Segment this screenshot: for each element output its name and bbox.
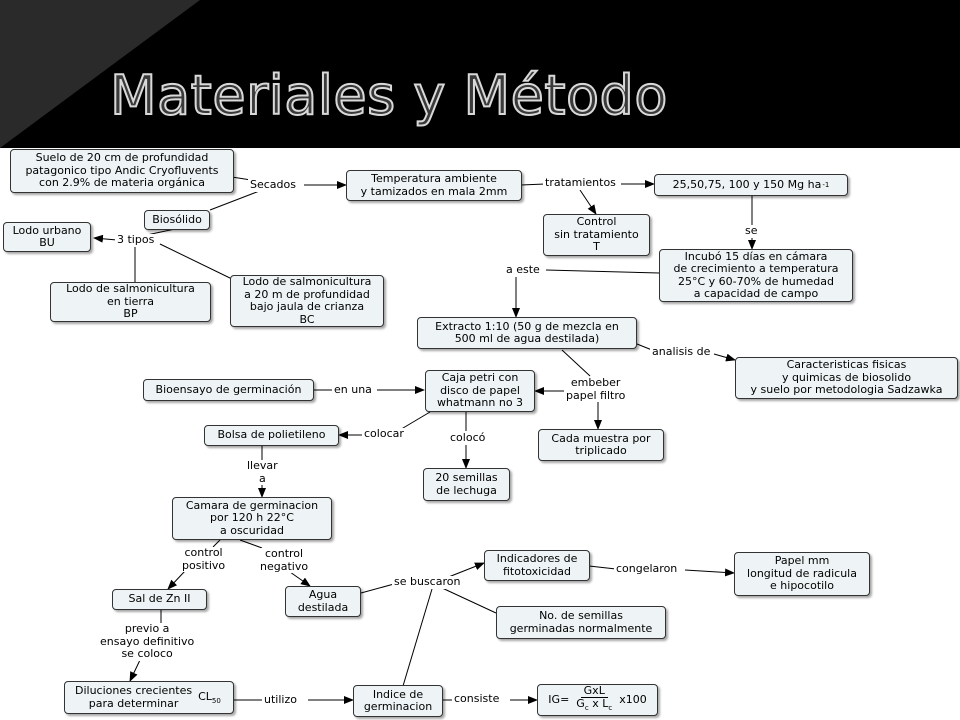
line-extracto-analisis: [636, 343, 653, 351]
arrow-previo-diluciones: [129, 659, 141, 682]
page-title: Materiales y Método: [109, 64, 668, 127]
link-previo: previo a ensayo definitivo se coloco: [98, 622, 197, 661]
link-tres-tipos: 3 tipos: [115, 233, 157, 247]
link-llevar-a: llevar a: [245, 459, 280, 485]
node-diluciones-cl-text: CL: [198, 690, 212, 704]
formula-rhs: x100: [619, 692, 647, 706]
link-control-positivo: control positivo: [180, 546, 228, 572]
node-caracteristicas: Caracteristicas fisicas y quimicas de bi…: [735, 357, 958, 399]
formula-den-sub2: c: [608, 704, 613, 713]
node-indicadores: Indicadores de fitotoxicidad: [484, 550, 590, 581]
link-tratamientos: tratamientos: [543, 176, 618, 190]
node-no-semillas: No. de semillas germinadas normalmente: [496, 606, 666, 639]
node-bolsa: Bolsa de polietileno: [204, 425, 339, 446]
node-diluciones-cl-sub: 50: [211, 697, 221, 706]
line-tipos-lodo-jaula: [159, 243, 233, 280]
line-sebuscaron-nosemillas: [439, 586, 497, 614]
node-dosis-text: 25,50,75, 100 y 150 Mg ha: [672, 177, 822, 191]
node-diluciones: Diluciones crecientes para determinar CL…: [64, 681, 234, 714]
line-indicadores-congelaron: [588, 565, 617, 570]
link-se: se: [743, 224, 760, 238]
formula-den-g: G: [576, 697, 585, 711]
arrow-tratamientos-control: [579, 189, 597, 215]
node-control: Control sin tratamiento T: [543, 214, 650, 256]
link-colocar: colocar: [362, 427, 406, 441]
line-extracto-embeber: [561, 349, 591, 377]
formula-numerator: GxL: [580, 684, 608, 699]
arrow-tipos-lodo-urbano: [93, 234, 118, 243]
node-temperatura: Temperatura ambiente y tamizados en mala…: [346, 170, 522, 201]
line-incubo-aeste: [545, 269, 660, 274]
link-secados: Secados: [248, 178, 298, 192]
line-camara-positivo: [212, 539, 221, 548]
link-coloco: colocó: [448, 431, 488, 445]
node-extracto: Extracto 1:10 (50 g de mezcla en 500 ml …: [417, 317, 637, 349]
node-dosis-exponent: -1: [822, 180, 830, 189]
node-papel: Papel mm longitud de radicula e hipocoti…: [734, 552, 870, 596]
link-consiste: consiste: [452, 692, 502, 706]
node-caja: Caja petri con disco de papel whatmann n…: [425, 370, 535, 412]
formula-den-sub1: c: [584, 704, 589, 713]
node-lodo-jaula: Lodo de salmonicultura a 20 m de profund…: [230, 275, 384, 327]
node-cada-muestra: Cada muestra por triplicado: [538, 429, 664, 461]
node-sal: Sal de Zn II: [112, 589, 207, 610]
line-caja-colocar: [397, 411, 431, 432]
line-temperatura-tratamientos: [520, 183, 546, 186]
node-lodo-tierra: Lodo de salmonicultura en tierra BP: [50, 282, 211, 322]
formula-den-mid: x L: [592, 697, 609, 711]
node-camara: Camara de germinacion por 120 h 22°C a o…: [172, 497, 332, 540]
node-semillas: 20 semillas de lechuga: [423, 468, 510, 501]
link-utilizo: utilizo: [262, 693, 299, 707]
node-biosolido: Biosólido: [144, 210, 210, 230]
link-analisis-de: analisis de: [650, 345, 713, 359]
formula-denominator: Gc x Lc: [573, 698, 615, 715]
link-a-este: a este: [504, 263, 542, 277]
node-indice: Indice de germinacion: [353, 685, 443, 717]
line-camara-negativo: [239, 539, 263, 549]
link-se-buscaron: se buscaron: [392, 575, 463, 589]
node-formula: IG= GxL Gc x Lc x100: [537, 684, 658, 716]
node-suelo: Suelo de 20 cm de profundidad patagonico…: [10, 149, 234, 193]
line-sebuscaron-indice: [402, 588, 433, 687]
node-agua: Agua destilada: [285, 586, 361, 617]
node-lodo-urbano: Lodo urbano BU: [3, 222, 91, 252]
formula-ig: IG= GxL Gc x Lc x100: [548, 684, 647, 715]
slide-header: Materiales y Método: [0, 0, 960, 148]
link-en-una: en una: [332, 383, 374, 397]
arrow-positivo-sal: [167, 570, 186, 590]
node-bioensayo: Bioensayo de germinación: [143, 379, 314, 401]
line-agua-sebuscaron: [360, 583, 395, 594]
link-control-negativo: control negativo: [258, 547, 311, 573]
arrow-congelaron-papel: [684, 568, 735, 577]
node-incubo: Incubó 15 días en cámara de crecimiento …: [659, 249, 853, 302]
header-corner-shape: [0, 0, 200, 148]
node-diluciones-cl: CL50: [198, 691, 221, 708]
formula-fraction: GxL Gc x Lc: [573, 684, 615, 715]
arrow-sebuscaron-indicadores: [445, 562, 485, 579]
arrow-negativo-agua: [289, 571, 311, 587]
line-biosolido-secados: [209, 189, 263, 211]
node-dosis: 25,50,75, 100 y 150 Mg ha-1: [654, 174, 848, 196]
node-diluciones-text: Diluciones crecientes para determinar: [75, 684, 193, 710]
formula-lhs: IG=: [548, 692, 570, 706]
link-embeber: embeber papel filtro: [564, 376, 628, 402]
arrow-analisis-caracteristicas: [713, 353, 736, 362]
link-congelaron: congelaron: [614, 562, 680, 576]
